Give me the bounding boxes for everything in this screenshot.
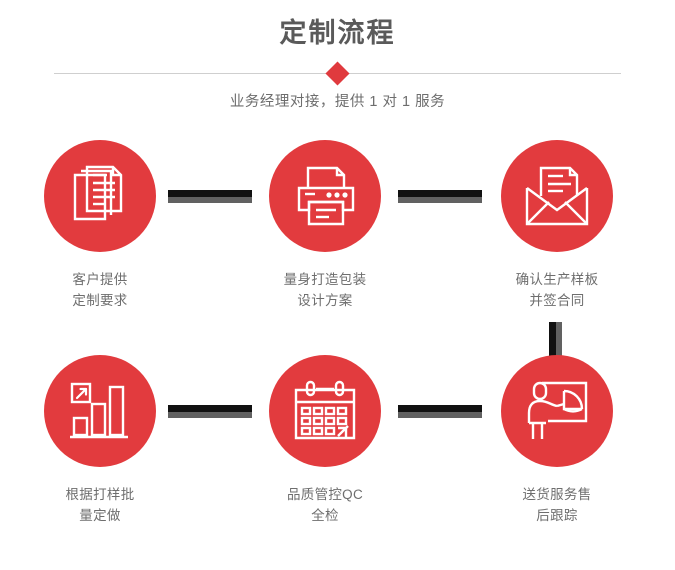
flow-step-6[interactable]: 送货服务售 后跟踪: [472, 355, 642, 526]
flow-step-3-circle: [501, 140, 613, 252]
presentation-person-pie-icon: [527, 381, 588, 439]
connector-bar-dark: [398, 190, 482, 197]
flow-step-2-label: 量身打造包装 设计方案: [283, 272, 367, 308]
flow-step-5-label: 品质管控QC 全检: [286, 487, 364, 523]
flow-step-3[interactable]: 确认生产样板 并签合同: [472, 140, 642, 311]
flow-step-4-circle: [44, 355, 156, 467]
connector-bar-dark: [398, 405, 482, 412]
flow-step-4[interactable]: 根据打样批 量定做: [15, 355, 185, 526]
title-divider: [54, 60, 621, 86]
flow-row-top: 客户提供 定制要求: [0, 140, 675, 362]
connector-step5-step6: [398, 405, 482, 418]
connector-step4-step5: [168, 405, 252, 418]
connector-bar-gray: [398, 412, 482, 418]
connector-bar-gray: [168, 197, 252, 203]
flow-row-bottom: 根据打样批 量定做: [0, 355, 675, 570]
page-title: 定制流程: [279, 18, 396, 48]
flow-step-5[interactable]: 品质管控QC 全检: [240, 355, 410, 526]
flow-step-6-label: 送货服务售 后跟踪: [522, 487, 592, 523]
connector-bar-gray: [556, 322, 562, 362]
envelope-document-icon: [525, 166, 589, 226]
connector-step2-step3: [398, 190, 482, 203]
bar-chart-growth-icon: [70, 382, 128, 439]
connector-step3-step6: [549, 322, 562, 362]
connector-bar-dark: [168, 190, 252, 197]
flow-step-5-circle: [269, 355, 381, 467]
flow-step-1-circle: [44, 140, 156, 252]
flow-step-1-label: 客户提供 定制要求: [72, 272, 128, 308]
connector-bar-gray: [398, 197, 482, 203]
documents-stack-icon: [73, 165, 123, 221]
page-subtitle: 业务经理对接，提供 1 对 1 服务: [229, 94, 446, 110]
header: 定制流程 业务经理对接，提供 1 对 1 服务: [0, 0, 675, 111]
connector-bar-dark: [549, 322, 556, 362]
flow-step-1[interactable]: 客户提供 定制要求: [15, 140, 185, 311]
connector-bar-dark: [168, 405, 252, 412]
flow-step-6-circle: [501, 355, 613, 467]
calendar-icon: [294, 380, 356, 440]
connector-step1-step2: [168, 190, 252, 203]
flow-step-2-circle: [269, 140, 381, 252]
flow-step-3-label: 确认生产样板 并签合同: [515, 272, 599, 308]
flow-step-2[interactable]: 量身打造包装 设计方案: [240, 140, 410, 311]
printer-icon: [297, 166, 355, 226]
connector-bar-gray: [168, 412, 252, 418]
flow-step-4-label: 根据打样批 量定做: [65, 487, 135, 523]
diamond-marker-icon: [325, 60, 350, 86]
process-flow: 客户提供 定制要求: [0, 140, 675, 570]
